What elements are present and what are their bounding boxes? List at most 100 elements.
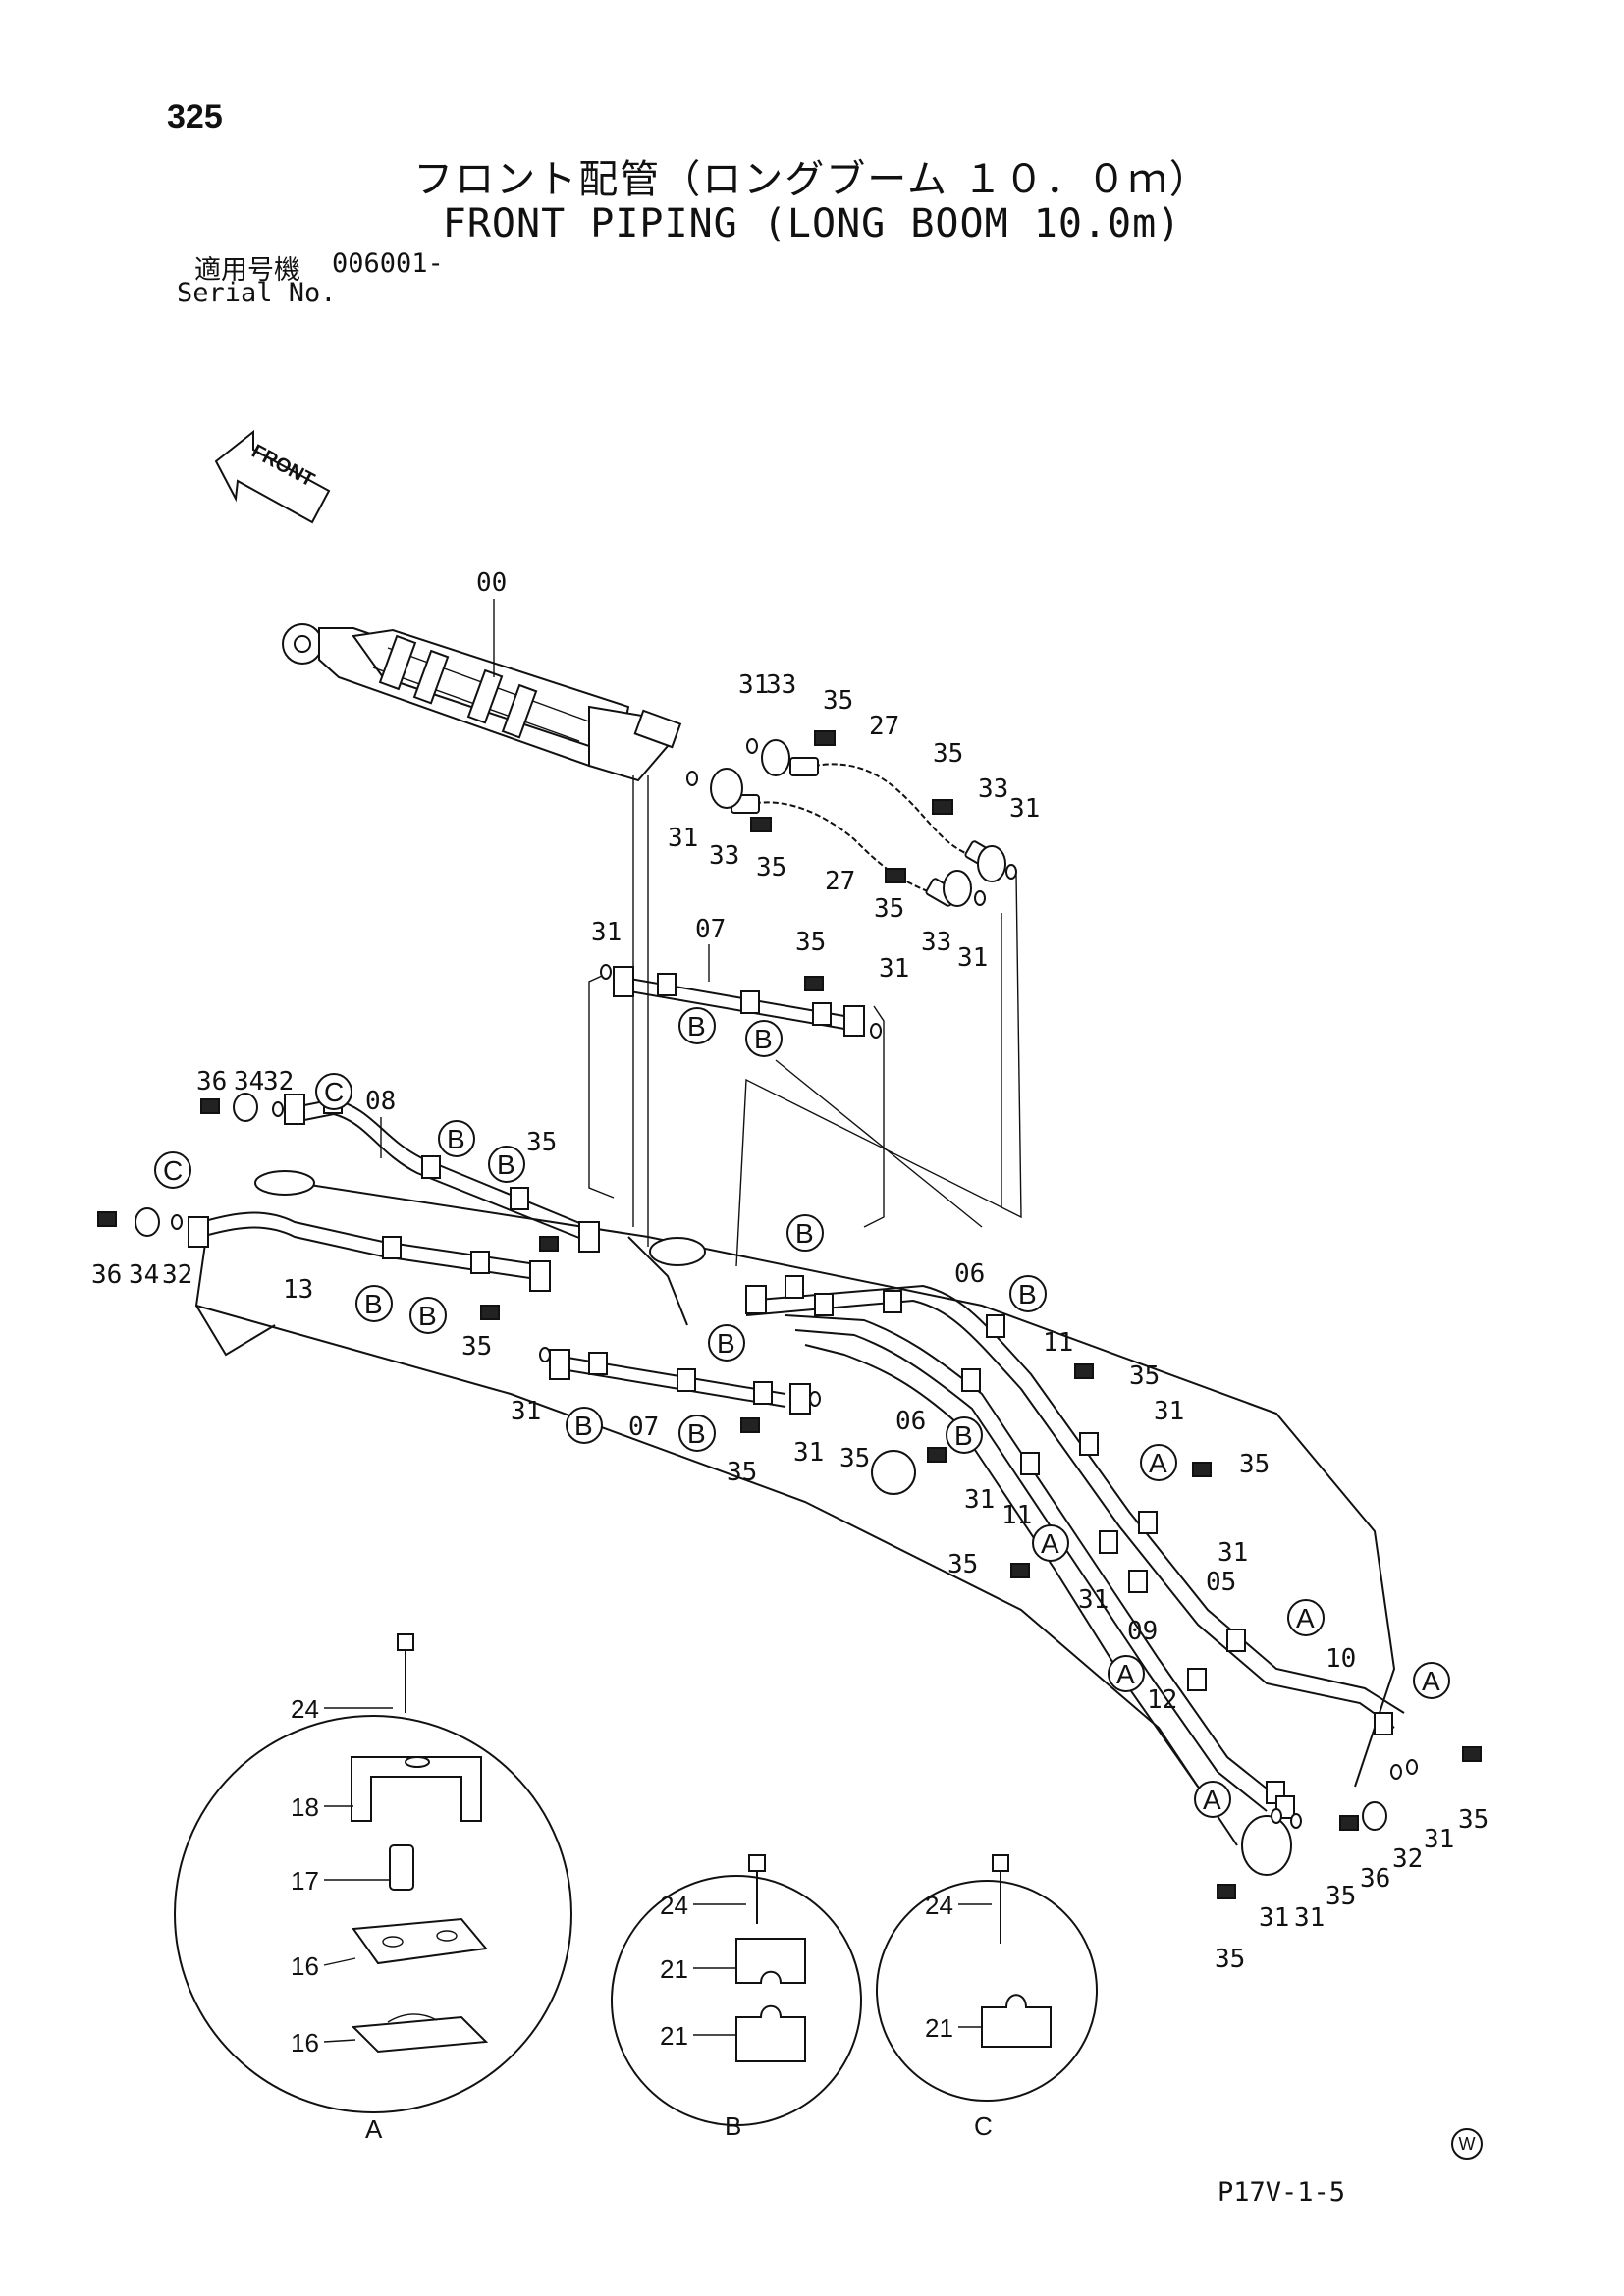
bubble-a: B: [946, 1416, 983, 1454]
bubble-a: A: [1194, 1781, 1231, 1818]
svg-text:B: B: [447, 1124, 465, 1154]
serial-number-value: 006001-: [332, 248, 444, 279]
callout-31: 31: [1424, 1825, 1454, 1854]
bubble-b: B: [488, 1146, 525, 1183]
svg-text:B: B: [1018, 1279, 1037, 1309]
callout-33: 33: [921, 928, 951, 957]
serial-label-japanese: 適用号機: [194, 255, 300, 286]
callout-35: 35: [1215, 1945, 1245, 1974]
callout-35: 35: [795, 928, 826, 957]
callout-33: 33: [709, 841, 739, 871]
detail-a-part-16: 16: [291, 1951, 319, 1981]
o-ring-icons: [171, 964, 1418, 1829]
callout-31: 31: [793, 1438, 824, 1468]
bubble-a: A: [1108, 1655, 1145, 1692]
callout-35: 35: [823, 686, 853, 716]
callout-31: 31: [668, 824, 698, 853]
callout-31: 31: [1259, 1903, 1289, 1933]
bubble-b: B: [409, 1297, 447, 1334]
callout-35: 35: [1458, 1805, 1489, 1835]
detail-c: 24 21 C: [876, 1854, 1098, 2141]
callout-06: 06: [895, 1407, 926, 1436]
callout-00: 00: [476, 568, 507, 598]
title-japanese: フロント配管（ロングブーム １０．０ｍ）: [413, 157, 1211, 202]
svg-text:A: A: [1116, 1659, 1135, 1689]
svg-text:B: B: [754, 1024, 773, 1054]
callout-31: 31: [591, 918, 622, 947]
callout-35: 35: [874, 894, 904, 924]
bubble-a: A: [1032, 1524, 1069, 1562]
svg-text:B: B: [795, 1218, 814, 1249]
svg-text:A: A: [1296, 1603, 1315, 1633]
callout-31: 31: [1154, 1397, 1184, 1426]
callout-35: 35: [461, 1332, 492, 1362]
callout-27: 27: [825, 867, 855, 896]
bubble-b: B: [438, 1120, 475, 1157]
callout-11: 11: [1043, 1328, 1073, 1358]
callout-33: 33: [766, 670, 796, 700]
reference-bubbles: C C B B B B B B B B B B B B A A A A A A: [154, 1007, 1450, 1818]
callout-09: 09: [1127, 1617, 1158, 1646]
detail-c-part-21: 21: [925, 2013, 953, 2043]
serial-label-english: Serial No.: [177, 278, 337, 308]
callout-31: 31: [964, 1485, 995, 1515]
callout-35: 35: [933, 739, 963, 769]
bubble-c: C: [154, 1151, 191, 1189]
callout-35: 35: [1129, 1362, 1160, 1391]
callout-35: 35: [839, 1444, 870, 1473]
callout-08: 08: [365, 1087, 396, 1116]
maker-mark-icon: W: [1451, 2128, 1483, 2160]
svg-text:B: B: [364, 1289, 383, 1319]
svg-text:C: C: [324, 1077, 344, 1107]
callout-35: 35: [1239, 1450, 1270, 1479]
bubble-c: C: [315, 1073, 352, 1110]
detail-a-part-18: 18: [291, 1792, 319, 1822]
part-callouts: 00 31 33 35 27 35 33 31 31 33 35 27 35 3…: [91, 568, 1489, 1974]
svg-text:A: A: [1203, 1785, 1221, 1815]
detail-a-label: A: [365, 2114, 383, 2144]
callout-31: 31: [1009, 794, 1040, 824]
callout-07: 07: [628, 1413, 659, 1442]
bubble-b: B: [786, 1214, 824, 1252]
callout-32: 32: [1392, 1844, 1423, 1874]
callout-31: 31: [879, 954, 909, 984]
callout-35: 35: [947, 1550, 978, 1579]
callout-35: 35: [756, 853, 786, 882]
callout-11: 11: [1001, 1501, 1032, 1530]
bolt-icons: [97, 976, 1482, 1899]
detail-b-part-21: 21: [660, 2021, 688, 2051]
detail-b-label: B: [725, 2111, 741, 2141]
bubble-a: A: [1287, 1599, 1325, 1636]
detail-b-part-21: 21: [660, 1954, 688, 1984]
boom-body: [194, 1170, 1396, 1876]
callout-31: 31: [511, 1397, 541, 1426]
front-arrow-icon: FRONT: [214, 429, 331, 524]
title-english: FRONT PIPING (LONG BOOM 10.0m): [442, 201, 1182, 246]
callout-12: 12: [1147, 1685, 1177, 1715]
hose-27-upper: [789, 757, 998, 870]
callout-33: 33: [978, 774, 1008, 804]
flange-fittings-upper: [686, 730, 1017, 907]
callout-35: 35: [1326, 1882, 1356, 1911]
callout-27: 27: [869, 712, 899, 741]
callout-35: 35: [727, 1458, 757, 1487]
bubble-a: A: [1140, 1444, 1177, 1481]
svg-text:A: A: [1041, 1528, 1059, 1559]
svg-text:A: A: [1422, 1666, 1440, 1696]
detail-a-part-24: 24: [291, 1694, 319, 1724]
callout-10: 10: [1326, 1644, 1356, 1674]
detail-c-part-24: 24: [925, 1891, 953, 1920]
callout-36: 36: [91, 1260, 122, 1290]
callout-05: 05: [1206, 1568, 1236, 1597]
callout-31: 31: [738, 670, 769, 700]
bubble-b: B: [678, 1415, 716, 1452]
sheet-code: P17V-1-5: [1218, 2177, 1346, 2208]
detail-a: 24 18 17 16 16 A: [174, 1633, 572, 2144]
svg-text:B: B: [717, 1328, 735, 1359]
callout-36: 36: [1360, 1864, 1390, 1894]
detail-a-part-16: 16: [291, 2028, 319, 2057]
svg-text:B: B: [687, 1418, 706, 1449]
bubble-b: B: [566, 1407, 603, 1444]
svg-text:A: A: [1149, 1448, 1167, 1478]
